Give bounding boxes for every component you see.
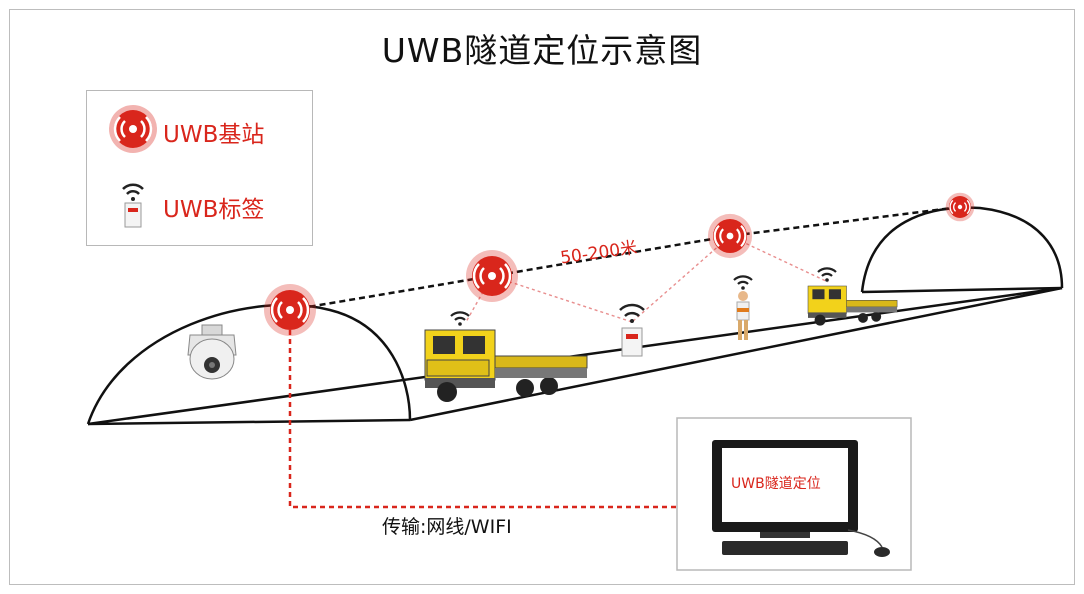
diagram-frame [9, 9, 1075, 585]
uwb-base-station-icon [945, 192, 975, 222]
uwb-base-station-icon [464, 248, 520, 304]
desktop-computer-icon [712, 440, 890, 557]
tunnel-outline [86, 206, 1064, 426]
uwb-tag-icon [619, 303, 645, 357]
transmission-line [288, 330, 692, 509]
monitor-screen-label: UWB隧道定位 [731, 476, 821, 492]
diagram-title: UWB隧道定位示意图 [381, 31, 703, 70]
legend-tag-icon [122, 183, 144, 228]
legend-tag-label: UWB标签 [163, 197, 265, 223]
uwb-base-station-icon [262, 282, 318, 338]
truck-icon [807, 285, 898, 326]
truck-icon [424, 329, 588, 402]
wifi-icon [816, 267, 838, 283]
dome-camera-icon [187, 324, 237, 380]
legend-base-station-label: UWB基站 [163, 122, 265, 148]
uwb-base-station-icon [706, 212, 754, 260]
tunnel-roof-dashed-lines [289, 205, 961, 312]
wifi-icon [449, 311, 471, 327]
transmission-label: 传输:网线/WIFI [382, 516, 512, 538]
distance-label: 50-200米 [559, 238, 638, 269]
legend-graphics [109, 105, 157, 228]
worker-icon [732, 275, 754, 340]
computer-panel: UWB隧道定位 [676, 417, 912, 571]
legend-box: UWB基站 UWB标签 [86, 90, 313, 246]
legend-base-station-icon [109, 105, 157, 153]
